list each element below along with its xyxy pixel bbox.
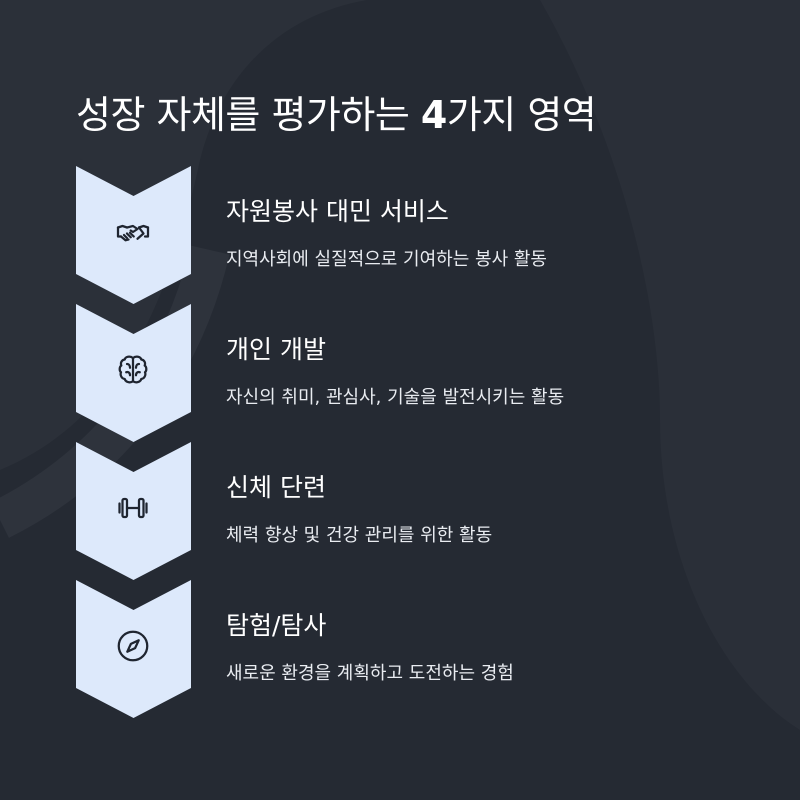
step-chevron-exploration	[76, 580, 191, 718]
step-chevron-physical-training	[76, 442, 191, 580]
step-title-volunteer: 자원봉사 대민 서비스	[226, 197, 449, 226]
step-desc-personal-development: 자신의 취미, 관심사, 기술을 발전시키는 활동	[226, 387, 565, 408]
page-title: 성장 자체를 평가하는 4가지 영역	[76, 84, 597, 139]
step-title-physical-training: 신체 단련	[226, 473, 326, 502]
chevron-shape	[76, 442, 191, 580]
dumbbell-icon	[118, 497, 148, 519]
step-title-personal-development: 개인 개발	[226, 335, 326, 364]
handshake-icon	[116, 224, 150, 242]
page-title-text: 성장 자체를 평가하는	[76, 93, 421, 137]
page-title-suffix: 가지 영역	[446, 93, 597, 137]
page-title-number: 4	[420, 93, 447, 137]
step-desc-volunteer: 지역사회에 실질적으로 기여하는 봉사 활동	[226, 249, 547, 270]
compass-icon	[117, 630, 149, 662]
brain-icon	[118, 355, 148, 384]
step-chevron-volunteer	[76, 166, 191, 304]
step-title-exploration: 탐험/탐사	[226, 611, 327, 640]
step-desc-physical-training: 체력 향상 및 건강 관리를 위한 활동	[226, 525, 493, 546]
step-chevron-personal-development	[76, 304, 191, 442]
step-desc-exploration: 새로운 환경을 계획하고 도전하는 경험	[226, 663, 514, 684]
